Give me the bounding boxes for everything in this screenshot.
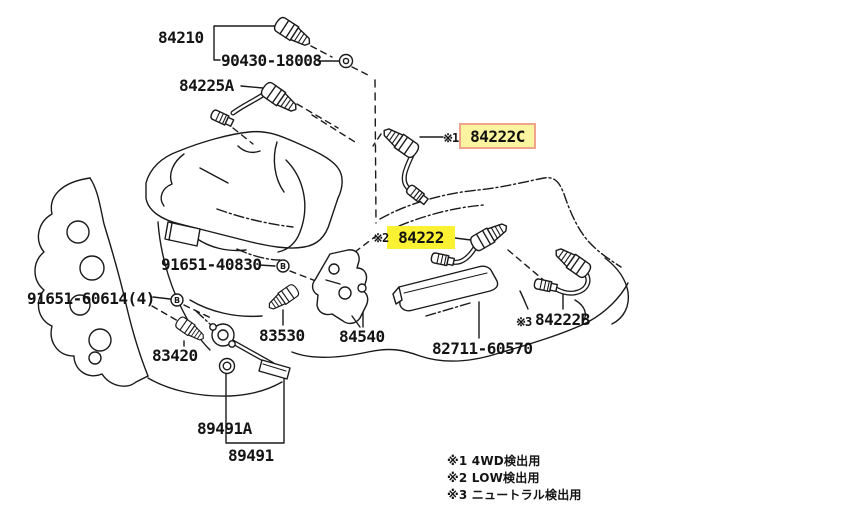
dashed-install-lines	[151, 45, 548, 322]
bolt-marker-40830: B	[276, 259, 290, 273]
footnote-ref-2: ※2	[373, 231, 389, 245]
part-label-89491A: 89491A	[197, 419, 252, 438]
part-label-84540: 84540	[339, 327, 385, 346]
part-84222C-drawing	[378, 123, 430, 207]
bolt-marker-letter: B	[174, 296, 180, 305]
part-84222-drawing	[429, 218, 512, 268]
part-label-84225A: 84225A	[179, 76, 234, 95]
footnote-1-4wd-detection: ※1 4WD検出用	[447, 454, 541, 468]
bolt-marker-letter: B	[280, 262, 286, 271]
part-84222B-drawing	[532, 243, 594, 296]
footnote-ref-3: ※3	[516, 315, 532, 329]
footnote-ref-1: ※1	[443, 131, 459, 145]
part-label-91651-60614: 91651-60614(4)	[27, 289, 155, 308]
part-84540-drawing	[311, 249, 369, 328]
transmission-outline-drawing	[195, 177, 622, 326]
part-label-82711-60570: 82711-60570	[432, 339, 533, 358]
part-84210-drawing	[271, 14, 315, 51]
part-label-83420: 83420	[152, 346, 198, 365]
footnote-2-low-detection: ※2 LOW検出用	[447, 471, 540, 485]
leader-lines	[152, 25, 564, 444]
part-label-84222B: 84222B	[535, 310, 590, 329]
part-label-83530: 83530	[259, 326, 305, 345]
part-label-90430-18008: 90430-18008	[221, 51, 322, 70]
part-84225A-drawing	[209, 79, 302, 129]
footnote-3-neutral-detection: ※3 ニュートラル検出用	[447, 488, 582, 502]
part-83420-drawing	[173, 314, 208, 345]
part-83530-drawing	[264, 282, 301, 314]
part-90430-18008-drawing	[338, 53, 354, 69]
part-label-84222-highlighted[interactable]: 84222	[387, 226, 455, 249]
part-82711-60570-drawing	[392, 265, 499, 312]
part-label-84210: 84210	[158, 28, 204, 47]
part-label-91651-40830: 91651-40830	[161, 255, 262, 274]
bolt-marker-60614: B	[170, 293, 184, 307]
part-label-84222C-highlighted[interactable]: 84222C	[459, 123, 536, 149]
part-89491-drawing	[209, 323, 291, 380]
part-label-89491: 89491	[228, 446, 274, 465]
